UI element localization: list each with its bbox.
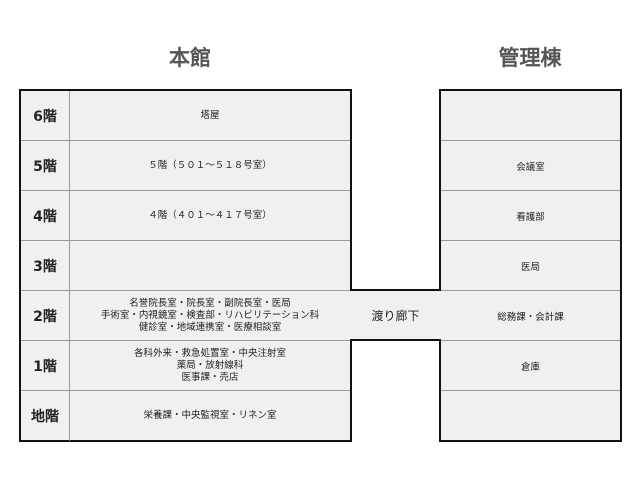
floor-label: 1階 — [21, 341, 70, 390]
department-text: 各科外来・救急処置室・中央注射室 — [133, 347, 286, 359]
admin-floor-row: 会議室 — [441, 141, 620, 191]
admin-floor-row: 倉庫 — [441, 341, 620, 391]
department-text: ４階（４０１～４１７号室） — [148, 209, 272, 221]
admin-building-floor-table: 会議室看護部医局総務課・会計課倉庫 — [439, 89, 622, 442]
main-floor-row: 2階名誉院長室・院長室・副院長室・医局手術室・内視鏡室・検査部・リハビリテーショ… — [21, 291, 350, 341]
floor-label: 4階 — [21, 191, 70, 240]
floor-departments: ４階（４０１～４１７号室） — [70, 191, 350, 240]
department-text: 健診室・地域連携室・医療相談室 — [138, 321, 282, 333]
main-floor-row: 1階各科外来・救急処置室・中央注射室薬局・放射線科医事課・売店 — [21, 341, 350, 391]
main-floor-row: 3階 — [21, 241, 350, 291]
department-text: 名誉院長室・院長室・副院長室・医局 — [129, 297, 291, 309]
department-text: 医事課・売店 — [181, 371, 239, 383]
main-floor-row: 5階 ５階（５０１～５１８号室） — [21, 141, 350, 191]
admin-floor-room: 総務課・会計課 — [497, 311, 564, 323]
admin-floor-room: 倉庫 — [520, 361, 540, 373]
admin-floor-row: 看護部 — [441, 191, 620, 241]
admin-floor-room: 医局 — [520, 261, 540, 273]
floor-departments: 各科外来・救急処置室・中央注射室薬局・放射線科医事課・売店 — [70, 341, 350, 390]
main-floor-row: 地階 栄養課・中央監視室・リネン室 — [21, 391, 350, 441]
main-building-title: 本館 — [169, 46, 211, 70]
department-text: 手術室・内視鏡室・検査部・リハビリテーション科 — [100, 309, 320, 321]
floor-departments: ５階（５０１～５１８号室） — [70, 141, 350, 190]
connecting-corridor: 渡り廊下 — [350, 289, 441, 341]
floor-departments: 栄養課・中央監視室・リネン室 — [70, 391, 350, 441]
floor-label: 地階 — [21, 391, 70, 441]
admin-floor-room: 看護部 — [516, 211, 545, 223]
admin-floor-room: 会議室 — [516, 161, 545, 173]
floor-departments: 塔屋 — [70, 91, 350, 140]
admin-floor-row — [441, 91, 620, 141]
admin-building-title: 管理棟 — [498, 46, 562, 70]
department-text: ５階（５０１～５１８号室） — [148, 159, 272, 171]
floor-departments — [70, 241, 350, 290]
floor-label: 3階 — [21, 241, 70, 290]
floor-departments: 名誉院長室・院長室・副院長室・医局手術室・内視鏡室・検査部・リハビリテーション科… — [70, 291, 350, 340]
admin-floor-room — [441, 391, 620, 441]
admin-floor-row: 総務課・会計課 — [441, 291, 620, 341]
admin-floor-room — [441, 91, 620, 140]
floor-label: 5階 — [21, 141, 70, 190]
floor-label: 6階 — [21, 91, 70, 140]
department-text: 栄養課・中央監視室・リネン室 — [143, 410, 277, 421]
department-text: 薬局・放射線科 — [176, 359, 244, 371]
admin-floor-row: 医局 — [441, 241, 620, 291]
main-floor-row: 6階 塔屋 — [21, 91, 350, 141]
floor-label: 2階 — [21, 291, 70, 340]
department-text: 塔屋 — [200, 109, 220, 121]
admin-floor-row — [441, 391, 620, 441]
main-floor-row: 4階 ４階（４０１～４１７号室） — [21, 191, 350, 241]
